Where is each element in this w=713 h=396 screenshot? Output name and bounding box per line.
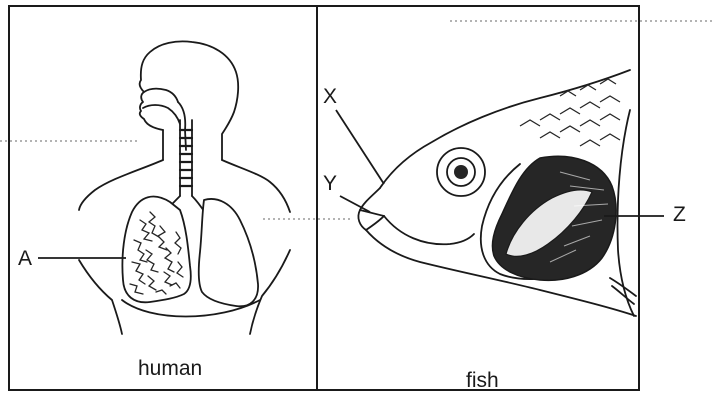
human-figure <box>79 41 290 334</box>
fish-lower-lip <box>366 216 384 230</box>
caption-human: human <box>138 358 202 379</box>
lung-right <box>199 199 258 306</box>
label-x-pointer <box>336 110 384 184</box>
fish-pupil <box>454 165 468 179</box>
human-shoulder-right <box>222 160 290 212</box>
nasal-cavity <box>144 89 178 102</box>
fish-snout <box>358 188 380 230</box>
mouth-cavity <box>143 105 180 124</box>
fish-upper-lip <box>360 210 384 216</box>
human-head-outline <box>140 41 239 160</box>
label-y: Y <box>323 173 337 194</box>
human-arm-left <box>79 260 122 334</box>
gills <box>492 156 616 280</box>
label-x: X <box>323 86 337 107</box>
label-a: A <box>18 248 32 269</box>
label-z: Z <box>673 204 686 225</box>
label-y-pointer <box>340 196 370 212</box>
fish-mouth-groove <box>384 216 474 244</box>
caption-fish: fish <box>466 370 499 391</box>
trachea-rings <box>180 130 192 186</box>
